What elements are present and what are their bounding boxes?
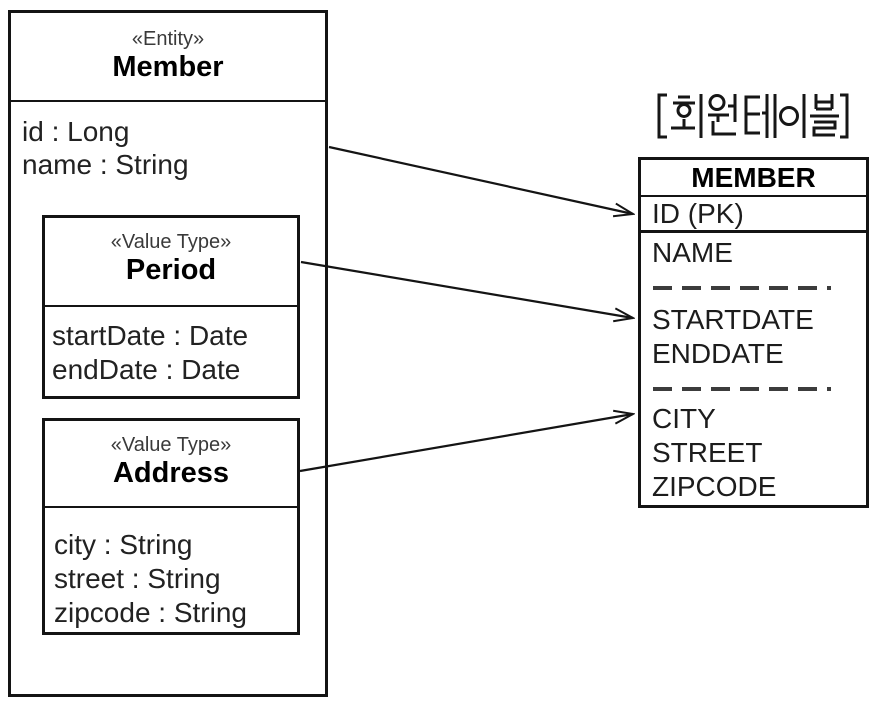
entity-member-header: «Entity» Member [11,13,325,102]
entity-attribute-id: id : Long [22,116,130,147]
arrow-address-to-address-columns [299,414,633,473]
address-attribute-street: street : String [54,563,221,594]
table-row-zipcode: ZIPCODE [652,471,777,502]
table-name: MEMBER [641,160,866,197]
hangul-i-glyph [779,94,806,138]
table-caption-korean: [회원테이블] [657,93,849,139]
valuetype-period-header: «Value Type» Period [45,218,297,307]
table-row-street: STREET [652,437,763,468]
address-name: Address [112,457,230,489]
period-attribute-startdate: startDate : Date [52,320,249,351]
dashed-separator [653,387,831,391]
period-stereotype-label: «Value Type» [110,231,232,253]
table-row-enddate: ENDDATE [652,338,784,369]
period-attribute-enddate: endDate : Date [52,354,241,385]
hangul-won-glyph [708,94,737,136]
hangul-te-glyph [744,94,777,138]
right-bracket-glyph [840,93,849,139]
address-attribute-zipcode: zipcode : String [54,597,247,628]
period-name: Period [125,254,217,286]
hangul-hoe-glyph [671,94,703,138]
entity-attributes: id : Long name : String [11,102,325,181]
period-attributes: startDate : Date endDate : Date [45,307,297,387]
address-attributes: city : String street : String zipcode : … [45,508,297,630]
arrow-member-to-id [328,145,633,214]
table-row-name: NAME [652,237,733,268]
left-bracket-glyph [657,93,667,139]
hangul-beul-glyph [810,94,839,137]
valuetype-address-header: «Value Type» Address [45,421,297,508]
valuetype-period-box: «Value Type» Period startDate : Date end… [42,215,300,399]
entity-attribute-name: name : String [22,149,189,180]
table-row-id-pk: ID (PK) [641,197,866,233]
dashed-separator [653,286,831,290]
table-row-startdate: STARTDATE [652,304,814,335]
arrow-period-to-dates [300,260,633,318]
entity-stereotype-label: «Entity» [131,28,205,50]
entity-name: Member [112,51,224,83]
table-row-city: CITY [652,403,716,434]
member-table-box: MEMBER ID (PK) NAME STARTDATE ENDDATE CI… [638,157,869,508]
address-attribute-city: city : String [54,529,193,560]
valuetype-address-box: «Value Type» Address city : String stree… [42,418,300,635]
address-stereotype-label: «Value Type» [110,434,232,456]
table-columns: NAME STARTDATE ENDDATE CITY STREET ZIPCO… [641,233,866,504]
